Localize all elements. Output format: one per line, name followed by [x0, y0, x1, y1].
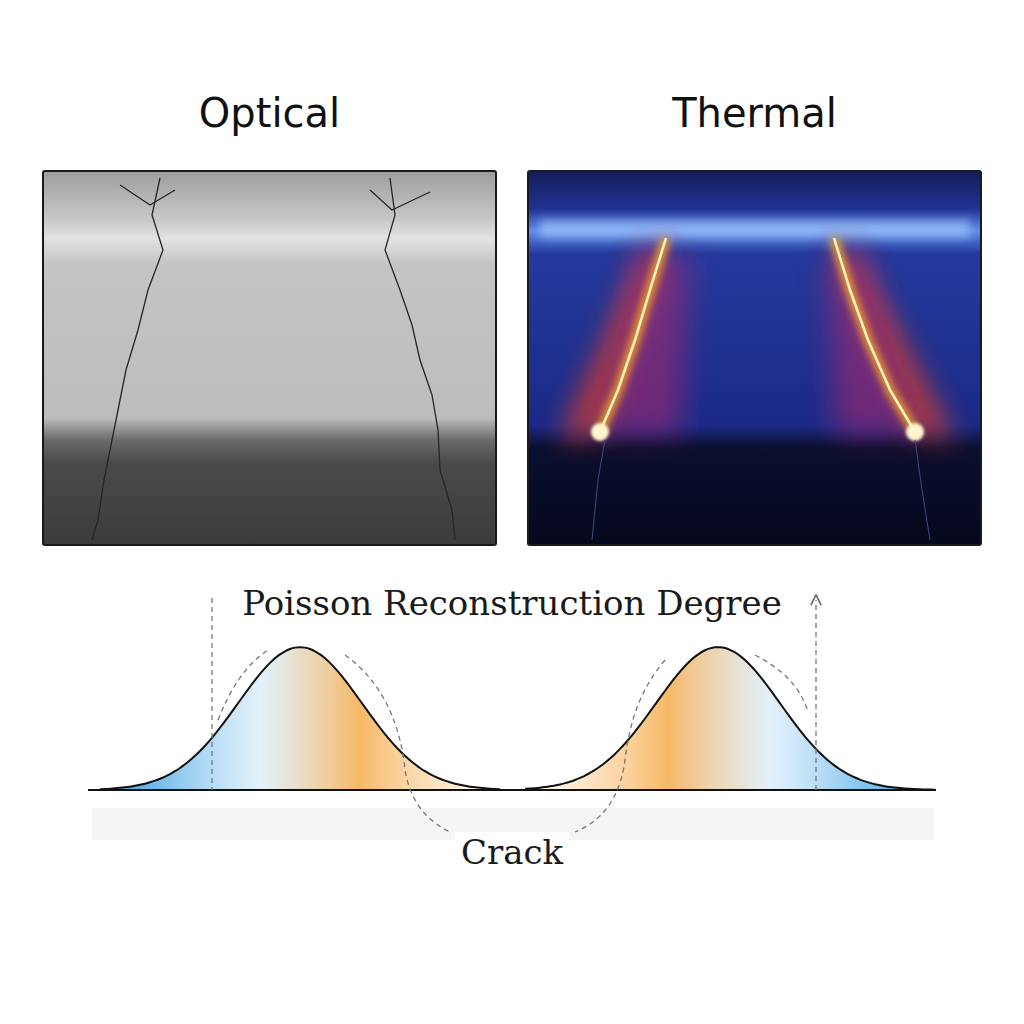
distribution-curve — [100, 647, 500, 789]
dashed-guides — [212, 598, 816, 832]
baseline — [88, 789, 936, 791]
thermal-image — [528, 171, 981, 545]
distribution-fill — [525, 647, 934, 790]
image-panel: Optical — [42, 170, 497, 546]
image-panel: Thermal — [527, 170, 982, 546]
annotation-label: Crack — [455, 832, 569, 872]
optical-image — [43, 171, 496, 545]
distribution-curve — [525, 647, 935, 790]
axis-label: Poisson Reconstruction Degree — [236, 583, 788, 623]
distribution-fill — [100, 647, 499, 790]
crack-lines — [92, 178, 455, 540]
panel-heading: Optical — [4, 90, 535, 136]
panel-heading: Thermal — [489, 90, 1020, 136]
